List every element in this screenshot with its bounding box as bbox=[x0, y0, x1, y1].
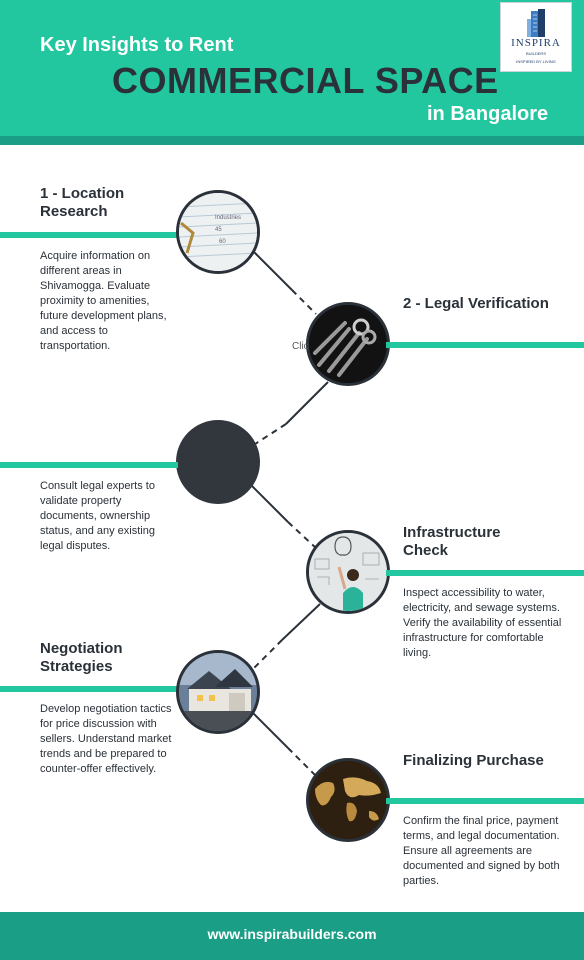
step-4-description: Develop negotiation tactics for price di… bbox=[40, 703, 172, 775]
step-3-heading: Infrastructure Check bbox=[403, 524, 501, 559]
step-1-heading: 1 - Location Research bbox=[40, 185, 125, 220]
step-1-image: Industries 45 60 bbox=[176, 190, 260, 274]
step-4-bar bbox=[0, 686, 178, 692]
person-lightbulb-icon bbox=[309, 533, 387, 611]
step-4-heading: Negotiation Strategies bbox=[40, 640, 123, 675]
svg-text:45: 45 bbox=[215, 227, 222, 233]
building-logo-icon bbox=[527, 9, 545, 37]
company-logo[interactable]: INSPIRA BUILDERS INSPIRED BY LIVING bbox=[500, 2, 572, 72]
step-5-description: Confirm the final price, payment terms, … bbox=[403, 815, 560, 887]
step-3-bar bbox=[386, 570, 584, 576]
step-1-bar bbox=[0, 232, 180, 238]
step-2-left-bar bbox=[0, 462, 178, 468]
step-3-description: Inspect accessibility to water, electric… bbox=[403, 587, 562, 659]
step-2-heading: 2 - Legal Verification bbox=[403, 295, 549, 312]
title-line-3: in Bangalore bbox=[427, 103, 549, 125]
placeholder-image bbox=[176, 420, 260, 504]
title-line-1: Key Insights to Rent bbox=[40, 34, 234, 56]
logo-sub: BUILDERS bbox=[525, 51, 546, 56]
step-5-bar bbox=[386, 798, 584, 804]
timeline-connector bbox=[251, 251, 329, 777]
step-2-description: Consult legal experts to validate proper… bbox=[40, 480, 155, 552]
stray-text: Clic bbox=[292, 341, 309, 352]
step-1-description: Acquire information on different areas i… bbox=[40, 250, 167, 352]
website-link[interactable]: www.inspirabuilders.com bbox=[207, 926, 377, 942]
header-divider bbox=[0, 136, 584, 145]
step-3-image bbox=[306, 530, 390, 614]
house-icon bbox=[179, 653, 257, 731]
keys-icon bbox=[309, 305, 387, 383]
step-4-image bbox=[176, 650, 260, 734]
step-5-image bbox=[306, 758, 390, 842]
logo-name: INSPIRA bbox=[511, 37, 561, 49]
step-2-image bbox=[306, 302, 390, 386]
step-5-heading: Finalizing Purchase bbox=[403, 752, 544, 769]
world-map-icon bbox=[309, 761, 387, 839]
step-2-bar bbox=[386, 342, 584, 348]
svg-text:60: 60 bbox=[219, 239, 226, 245]
footer-banner: www.inspirabuilders.com bbox=[0, 912, 584, 960]
logo-tagline: INSPIRED BY LIVING bbox=[516, 59, 556, 64]
notebook-icon: Industries 45 60 bbox=[179, 193, 257, 271]
svg-text:Industries: Industries bbox=[215, 215, 241, 221]
title-line-2: COMMERCIAL SPACE bbox=[112, 60, 499, 101]
header-banner: Key Insights to Rent COMMERCIAL SPACE in… bbox=[0, 0, 584, 136]
